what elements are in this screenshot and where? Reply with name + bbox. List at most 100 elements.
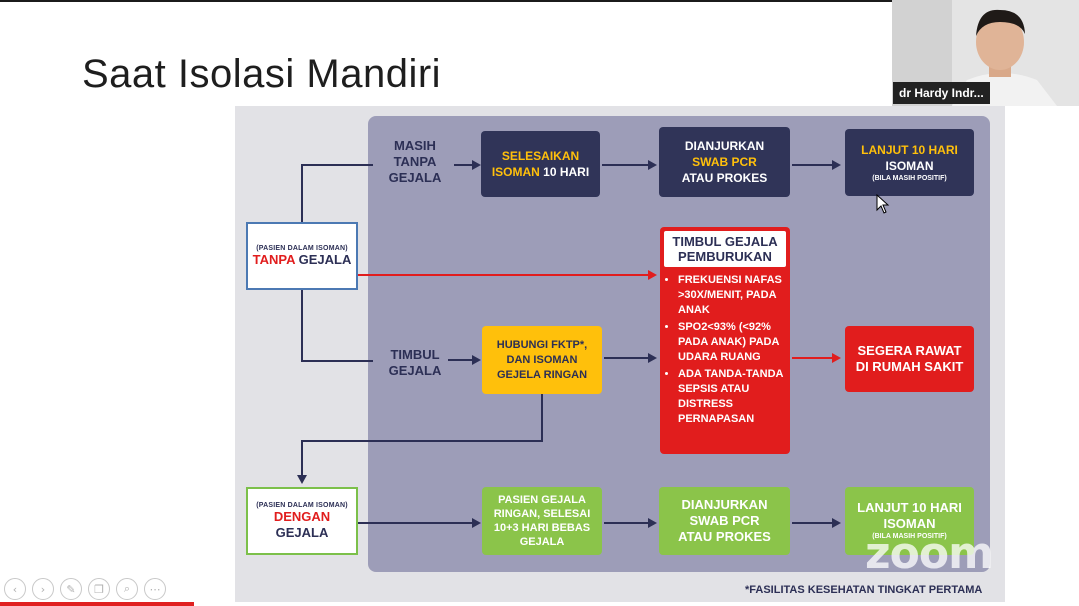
box-line: ISOMAN 10 HARI <box>492 164 589 180</box>
arrow-right-icon <box>648 160 657 170</box>
arrow-right-icon <box>832 353 841 363</box>
more-icon[interactable]: ⋯ <box>144 578 166 600</box>
slide-title: Saat Isolasi Mandiri <box>82 52 442 96</box>
box-finish-isoman: SELESAIKAN ISOMAN 10 HARI <box>481 131 600 197</box>
label-no-symptoms: MASIH TANPA GEJALA <box>378 138 452 186</box>
alert-heading-line: TIMBUL GEJALA <box>672 234 778 249</box>
box-line: SEGERA RAWAT <box>857 343 962 358</box>
zoom-watermark: zoom <box>865 528 994 579</box>
box-contact-fktp: HUBUNGI FKTP*, DAN ISOMAN GEJELA RINGAN <box>482 326 602 394</box>
connector <box>301 440 303 476</box>
arrow-line <box>358 522 474 524</box>
arrow-right-icon <box>648 353 657 363</box>
box-line: DIANJURKAN <box>684 139 765 153</box>
label-line: GEJALA <box>388 170 442 185</box>
arrow-right-icon <box>832 160 841 170</box>
footnote: *FASILITAS KESEHATAN TINGKAT PERTAMA <box>745 584 983 596</box>
alert-item: ADA TANDA-TANDA SEPSIS ATAU DISTRESS PER… <box>678 367 786 427</box>
pen-icon[interactable]: ✎ <box>60 578 82 600</box>
connector <box>301 440 543 442</box>
arrow-line <box>604 522 650 524</box>
box-note: (BILA MASIH POSITIF) <box>872 533 947 540</box>
isoman-highlight: ISOMAN <box>491 165 540 179</box>
top-border <box>0 0 1079 2</box>
alert-item: FREKUENSI NAFAS >30X/MENIT, PADA ANAK <box>678 273 786 318</box>
box-line: ISOMAN <box>883 516 936 531</box>
label-line: TANPA <box>393 154 437 169</box>
box-line: GEJALA <box>519 536 565 548</box>
patient-status-label: (PASIEN DALAM ISOMAN) <box>256 501 348 509</box>
box-line: ATAU PROKES <box>681 171 768 185</box>
annotation-toolbar: ‹ › ✎ ❐ ⌕ ⋯ <box>4 578 166 600</box>
box-hospitalize: SEGERA RAWAT DI RUMAH SAKIT <box>845 326 974 392</box>
gejala-word: GEJALA <box>295 251 352 267</box>
tanpa-word: TANPA <box>252 251 296 267</box>
box-line: LANJUT 10 HARI <box>857 500 962 515</box>
participant-name-label: dr Hardy Indr... <box>893 82 990 104</box>
forward-icon[interactable]: › <box>32 578 54 600</box>
alert-item: SPO2<93% (<92% PADA ANAK) PADA UDARA RUA… <box>678 320 786 365</box>
alert-heading: TIMBUL GEJALA PEMBURUKAN <box>664 231 786 267</box>
box-line: PASIEN GEJALA <box>498 494 586 506</box>
box-line: DI RUMAH SAKIT <box>855 359 964 374</box>
red-arrow-line <box>792 357 834 359</box>
gejala-word: GEJALA <box>275 524 329 540</box>
zoom-icon[interactable]: ⌕ <box>116 578 138 600</box>
patient-symptoms-box: (PASIEN DALAM ISOMAN) DENGAN GEJALA <box>246 487 358 555</box>
box-continue-isoman: LANJUT 10 HARI ISOMAN (BILA MASIH POSITI… <box>845 129 974 196</box>
dengan-word: DENGAN <box>273 508 331 524</box>
box-swab-recommended-2: DIANJURKAN SWAB PCR ATAU PROKES <box>659 487 790 555</box>
box-line: RINGAN, SELESAI <box>493 508 591 520</box>
arrow-right-icon <box>472 160 481 170</box>
connector <box>541 394 543 441</box>
box-mild-patient: PASIEN GEJALA RINGAN, SELESAI 10+3 HARI … <box>482 487 602 555</box>
connector <box>301 164 303 222</box>
patient-no-symptoms-label: TANPA GEJALA <box>253 252 352 268</box>
box-line: DAN ISOMAN <box>506 353 578 366</box>
cursor-icon <box>876 194 890 214</box>
box-line: GEJELA RINGAN <box>496 368 588 381</box>
copy-icon[interactable]: ❐ <box>88 578 110 600</box>
progress-bar <box>0 602 194 606</box>
connector <box>301 290 303 362</box>
label-line: MASIH <box>394 138 436 153</box>
box-continue-isoman-2: LANJUT 10 HARI ISOMAN (BILA MASIH POSITI… <box>845 487 974 555</box>
alert-heading-line: PEMBURUKAN <box>678 249 772 264</box>
arrow-right-icon <box>472 355 481 365</box>
alert-list: FREKUENSI NAFAS >30X/MENIT, PADA ANAK SP… <box>664 273 786 427</box>
arrow-line <box>454 164 474 166</box>
connector <box>301 360 373 362</box>
red-arrow-line <box>358 274 650 276</box>
connector <box>301 164 373 166</box>
arrow-right-icon <box>648 518 657 528</box>
box-note: (BILA MASIH POSITIF) <box>872 174 947 182</box>
box-line: DIANJURKAN <box>681 497 768 512</box>
label-line: GEJALA <box>388 363 442 378</box>
patient-symptoms-label: DENGAN GEJALA <box>274 509 330 541</box>
back-icon[interactable]: ‹ <box>4 578 26 600</box>
arrow-right-icon <box>648 270 657 280</box>
arrow-right-icon <box>472 518 481 528</box>
arrow-line <box>448 359 474 361</box>
box-line: SWAB PCR <box>689 513 760 528</box>
arrow-line <box>792 522 834 524</box>
box-line: SWAB PCR <box>692 155 757 169</box>
arrow-down-icon <box>297 475 307 484</box>
box-line: SELESAIKAN <box>501 149 580 163</box>
box-line: ATAU PROKES <box>678 529 771 544</box>
arrow-right-icon <box>832 518 841 528</box>
patient-no-symptoms-box: (PASIEN DALAM ISOMAN) TANPA GEJALA <box>246 222 358 290</box>
box-line: HUBUNGI FKTP*, <box>496 338 588 351</box>
days-text: 10 HARI <box>539 165 590 179</box>
box-line: LANJUT 10 HARI <box>861 142 958 157</box>
arrow-line <box>604 357 650 359</box>
box-swab-recommended: DIANJURKAN SWAB PCR ATAU PROKES <box>659 127 790 197</box>
arrow-line <box>602 164 650 166</box>
box-line: ISOMAN <box>885 158 934 173</box>
arrow-line <box>792 164 834 166</box>
label-symptoms: TIMBUL GEJALA <box>380 347 450 379</box>
label-line: TIMBUL <box>390 347 440 362</box>
patient-status-label: (PASIEN DALAM ISOMAN) <box>256 244 348 252</box>
box-line: 10+3 HARI BEBAS <box>493 522 591 534</box>
alert-worsening-box: TIMBUL GEJALA PEMBURUKAN FREKUENSI NAFAS… <box>660 227 790 454</box>
